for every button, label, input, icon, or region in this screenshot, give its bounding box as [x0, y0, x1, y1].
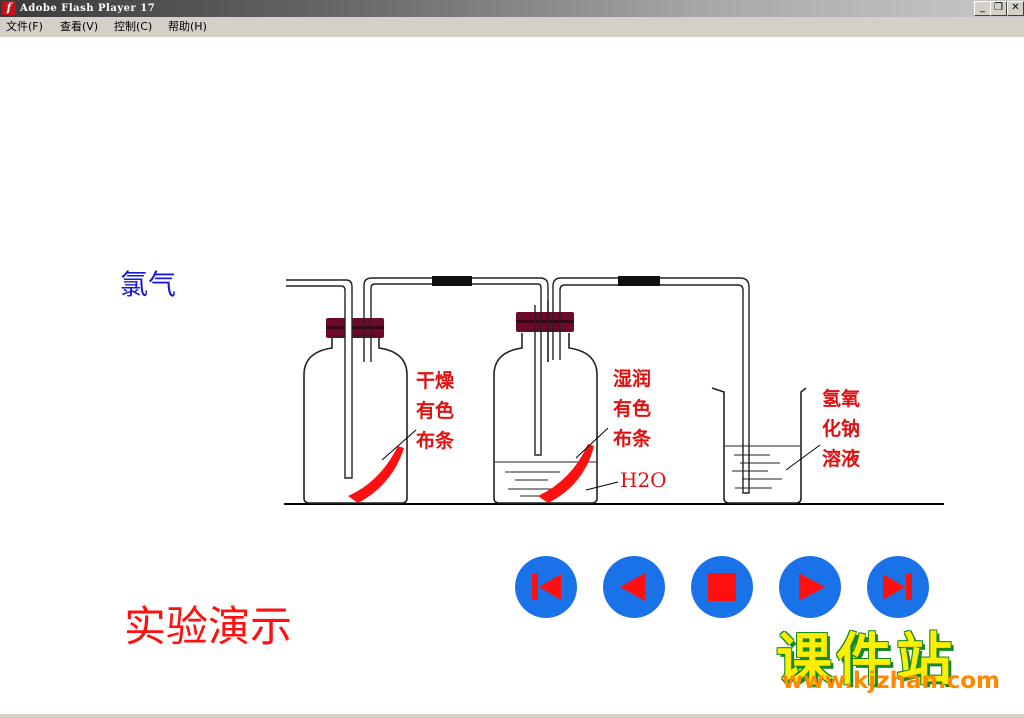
bottle-1-body	[303, 333, 408, 504]
demo-title: 实验演示	[124, 602, 293, 651]
wet-cloth-strip	[538, 444, 594, 503]
beaker-label-line2: 化钠	[822, 418, 861, 440]
bottle1-label-line2: 有色	[416, 400, 455, 422]
skip-to-end-icon	[883, 574, 912, 600]
brand-url: www.kjzhan.com	[782, 668, 1000, 694]
bottle-1-inlet-tube	[286, 279, 353, 479]
chlorine-label: 氯气	[120, 268, 177, 301]
bottle-1-outlet-tube	[363, 277, 549, 362]
window-title-bar[interactable]: f Adobe Flash Player 17 _ ❐ ✕	[0, 0, 1024, 17]
beaker-label-line1: 氢氧	[822, 388, 861, 410]
stop-button[interactable]	[691, 556, 753, 618]
bottle2-label-line2: 有色	[613, 398, 652, 420]
bottle-2-body	[493, 333, 598, 504]
restore-button[interactable]: ❐	[990, 1, 1007, 16]
water-label: H2O	[620, 468, 667, 492]
play-icon	[799, 573, 825, 601]
bottle-2-inlet-tube	[534, 300, 542, 456]
rubber-connector-2	[618, 276, 660, 286]
menu-help[interactable]: 帮助(H)	[168, 20, 207, 33]
skip-to-end-button[interactable]	[867, 556, 929, 618]
bottle2-label-line3: 布条	[613, 428, 652, 450]
play-button[interactable]	[779, 556, 841, 618]
menu-control[interactable]: 控制(C)	[114, 20, 153, 33]
rewind-button[interactable]	[603, 556, 665, 618]
close-icon: ✕	[1011, 2, 1020, 13]
bottle1-label-line1: 干燥	[416, 370, 455, 392]
minimize-button[interactable]: _	[974, 1, 991, 16]
beaker	[711, 387, 821, 504]
bottle-1-stopper	[326, 318, 384, 338]
rubber-connector-1	[432, 276, 472, 286]
minimize-icon: _	[980, 2, 985, 13]
window-bottom-border	[0, 714, 1024, 718]
skip-to-start-icon	[532, 574, 561, 600]
close-button[interactable]: ✕	[1007, 1, 1024, 16]
stop-icon	[708, 573, 736, 601]
skip-to-start-button[interactable]	[515, 556, 577, 618]
restore-icon: ❐	[994, 2, 1003, 13]
bottle2-label: 湿润 有色 布条	[613, 364, 651, 454]
menu-file[interactable]: 文件(F)	[6, 20, 43, 33]
flash-player-icon: f	[2, 1, 16, 15]
window-title: Adobe Flash Player 17	[20, 3, 156, 14]
beaker-body	[711, 387, 807, 504]
bottle1-label: 干燥 有色 布条	[416, 366, 454, 456]
dry-cloth-strip	[348, 446, 404, 503]
bottle1-label-line3: 布条	[416, 430, 455, 452]
bottle-2-stopper	[516, 312, 574, 332]
menu-view[interactable]: 查看(V)	[60, 20, 99, 33]
menu-bar: 文件(F) 查看(V) 控制(C) 帮助(H)	[0, 17, 1024, 38]
bottle2-label-line1: 湿润	[613, 368, 652, 390]
rewind-icon	[620, 573, 645, 601]
beaker-label: 氢氧 化钠 溶液	[822, 384, 860, 474]
beaker-label-line3: 溶液	[822, 448, 861, 470]
brand-logo: 课件站	[776, 628, 956, 693]
